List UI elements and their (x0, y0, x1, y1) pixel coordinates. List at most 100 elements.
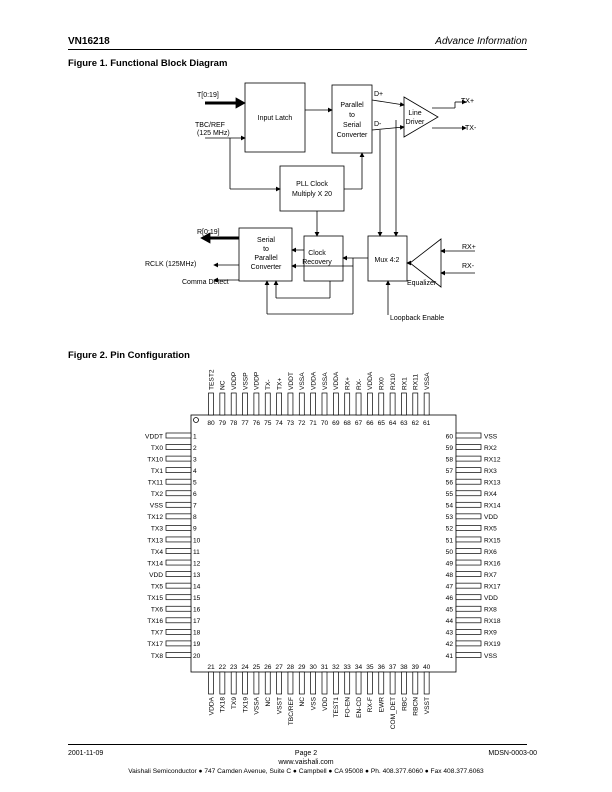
bottom-pin-name: TX9 (231, 697, 238, 709)
right-pin-number: 58 (446, 456, 454, 463)
left-pin-name: TX3 (151, 526, 163, 533)
right-pin-lead (455, 594, 482, 601)
right-pin-lead (455, 605, 482, 612)
right-pin-name: RX7 (484, 572, 497, 579)
bottom-pin-number: 28 (287, 664, 295, 671)
footer-page: Page 2 (294, 750, 318, 757)
bottom-pin-number: 21 (207, 664, 215, 671)
left-pin-number: 5 (193, 480, 197, 487)
right-pin-number: 43 (446, 630, 454, 637)
bottom-pin-number: 31 (321, 664, 329, 671)
right-pin-lead (455, 525, 482, 531)
top-pin-lead (230, 392, 237, 416)
right-pin-number: 51 (446, 537, 454, 544)
right-pin-number: 49 (446, 560, 454, 567)
right-pin-lead (455, 432, 482, 439)
bottom-pin-name: TEST1 (333, 697, 340, 718)
left-pin-lead (165, 628, 192, 635)
left-pin-name: TX8 (151, 653, 163, 660)
top-pin-lead (253, 392, 260, 416)
left-pin-name: TX15 (147, 595, 163, 602)
par-to-ser-label-3: Serial (343, 122, 361, 129)
bottom-pin-lead (355, 671, 362, 695)
left-pin-lead (165, 432, 192, 439)
left-pin-number: 8 (193, 514, 197, 521)
top-pin-number: 78 (230, 420, 238, 427)
footer-rule (68, 744, 527, 745)
footer-address: Vaishali Semiconductor ● 747 Camden Aven… (128, 768, 484, 775)
bottom-pin-lead (208, 671, 214, 695)
right-pin-lead (455, 478, 482, 485)
doc-status: Advance Information (435, 36, 527, 47)
left-pin-lead (165, 617, 192, 624)
right-pin-lead (455, 513, 482, 520)
left-pin-name: TX10 (147, 456, 163, 463)
left-pin-number: 20 (193, 653, 201, 660)
bottom-pin-number: 32 (332, 664, 340, 671)
bottom-pin-name: FO-EN (345, 697, 352, 718)
top-pin-lead (298, 392, 305, 416)
left-pin-number: 6 (193, 491, 197, 498)
top-pin-number: 75 (264, 420, 272, 427)
left-pin-number: 7 (193, 503, 197, 510)
bottom-pin-number: 40 (423, 664, 431, 671)
bottom-pin-number: 30 (309, 664, 317, 671)
left-pin-name: TX2 (151, 491, 163, 498)
left-pin-name: TX7 (151, 630, 163, 637)
left-pin-lead (165, 640, 192, 647)
right-pin-lead (455, 628, 482, 635)
right-pin-name: VSS (484, 653, 498, 660)
right-pin-name: RX9 (484, 630, 497, 637)
loopback-label: Loopback Enable (390, 315, 444, 322)
bottom-pin-number: 34 (355, 664, 363, 671)
bottom-pin-name: TX18 (220, 697, 227, 713)
bottom-pin-name: VSST (424, 697, 431, 714)
bottom-pin-lead (276, 671, 282, 695)
left-pin-lead (165, 444, 192, 450)
left-pin-name: TX6 (151, 607, 163, 614)
bottom-pin-lead (219, 671, 226, 695)
top-pin-number: 80 (207, 420, 215, 427)
bottom-pin-name: EN-CD (356, 697, 363, 718)
bottom-pin-number: 22 (219, 664, 227, 671)
left-pin-name: VSS (150, 503, 164, 510)
bottom-pin-lead (344, 671, 351, 695)
top-pin-number: 74 (275, 420, 283, 427)
right-pin-number: 41 (446, 653, 454, 660)
right-pin-name: RX12 (484, 456, 501, 463)
top-pin-number: 62 (412, 420, 420, 427)
right-pin-name: VSS (484, 433, 498, 440)
bottom-pin-lead (367, 671, 373, 695)
ser-to-par-label-3: Parallel (254, 255, 278, 262)
left-pin-name: VDDT (145, 433, 163, 440)
top-pin-lead (367, 392, 373, 416)
top-pin-name: VDDA (333, 371, 340, 390)
tbc-freq-label: (125 MHz) (197, 130, 230, 137)
bottom-pin-lead (253, 671, 260, 695)
top-pin-name: VDDP (231, 371, 238, 390)
left-pin-number: 16 (193, 607, 201, 614)
right-pin-lead (455, 490, 482, 497)
right-pin-name: RX18 (484, 618, 501, 625)
left-pin-lead (165, 571, 192, 577)
left-pin-lead (165, 605, 192, 612)
top-pin-name: VSSA (322, 372, 329, 390)
right-pin-lead (455, 582, 482, 589)
top-pin-name: VSSA (299, 372, 306, 390)
equalizer-triangle (409, 238, 442, 288)
top-pin-number: 64 (389, 420, 397, 427)
top-pin-lead (219, 392, 226, 416)
top-pin-lead (208, 392, 214, 416)
left-pin-name: TX12 (147, 514, 163, 521)
right-pin-name: RX2 (484, 445, 497, 452)
input-latch-block (244, 82, 306, 153)
top-pin-lead (321, 392, 328, 416)
bottom-pin-lead (412, 671, 419, 695)
left-pin-name: TX4 (151, 549, 163, 556)
rx-plus-label: RX+ (462, 244, 476, 251)
ser-to-par-label-4: Converter (251, 264, 282, 271)
right-pin-number: 44 (446, 618, 454, 625)
top-pin-lead (412, 392, 419, 416)
footer-website: www.vaishali.com (278, 759, 334, 766)
right-pin-number: 45 (446, 607, 454, 614)
